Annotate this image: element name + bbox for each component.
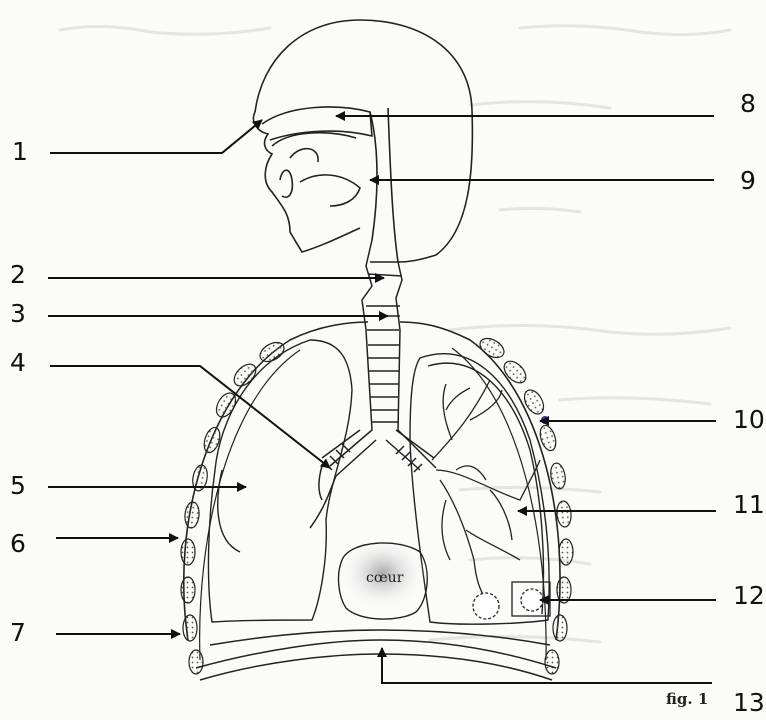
label-6: 6 — [10, 531, 26, 556]
label-13: 13 — [733, 690, 765, 715]
label-2: 2 — [10, 262, 26, 287]
label-10: 10 — [733, 407, 765, 432]
trachea — [310, 240, 436, 528]
label-3: 3 — [10, 301, 26, 326]
ribs-left — [181, 339, 287, 674]
label-9: 9 — [740, 168, 756, 193]
alveoli — [473, 582, 550, 619]
head — [253, 20, 472, 262]
pointer-4 — [50, 366, 330, 468]
label-12: 12 — [733, 583, 765, 608]
label-1: 1 — [12, 139, 28, 164]
label-8: 8 — [740, 91, 756, 116]
label-5: 5 — [10, 473, 26, 498]
diaphragm — [196, 630, 556, 680]
pointer-1 — [50, 120, 262, 153]
label-7: 7 — [10, 620, 26, 645]
figure-caption: fig. 1 — [666, 690, 708, 708]
label-11: 11 — [733, 492, 765, 517]
heart-label: cœur — [366, 570, 403, 586]
bronchial-tree — [432, 380, 540, 600]
label-4: 4 — [10, 350, 26, 375]
